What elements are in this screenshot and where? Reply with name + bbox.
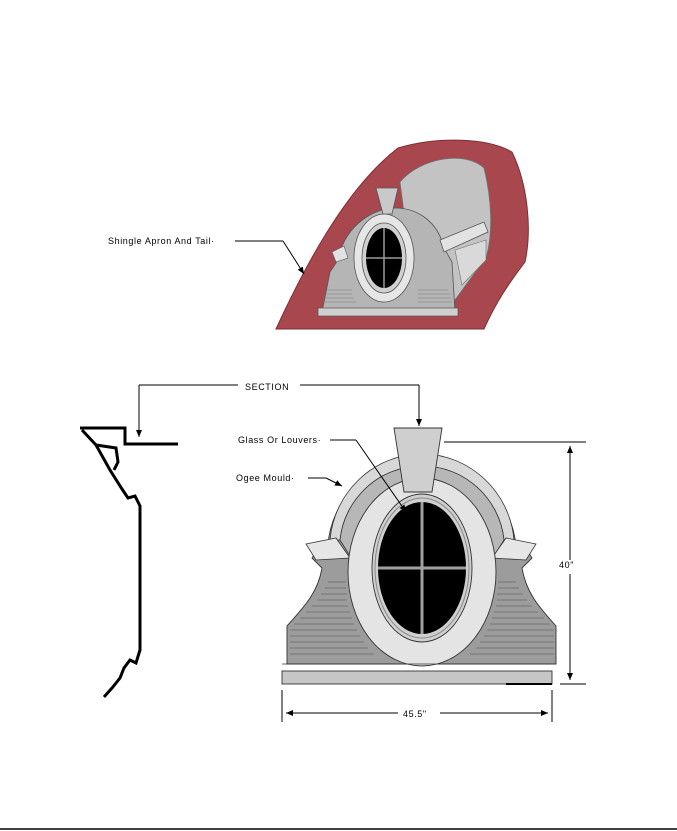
- keystone: [393, 427, 443, 493]
- perspective-view: Shingle Apron And Tail·: [108, 139, 529, 330]
- cornice: [439, 221, 489, 253]
- elevation-labels: Glass Or Louvers· Ogee Mould·: [236, 435, 407, 513]
- base-sill: [317, 307, 459, 317]
- profile-section: [80, 426, 178, 698]
- base-sill: [281, 670, 553, 685]
- width-dimension-label: 45.5": [403, 709, 427, 719]
- shingle-apron-label: Shingle Apron And Tail·: [108, 236, 215, 246]
- height-dimension-label: 40": [559, 560, 574, 570]
- height-dimension: 40": [444, 441, 586, 685]
- section-callout: SECTION: [136, 382, 422, 437]
- keystone: [375, 187, 399, 215]
- dormer-side-shadow: [454, 239, 487, 286]
- glass-louvers-label: Glass Or Louvers·: [238, 435, 321, 445]
- width-dimension: 45.5": [281, 690, 553, 722]
- ogee-mould-label: Ogee Mould·: [236, 473, 295, 483]
- louvers-left: [290, 581, 374, 655]
- front-elevation: [281, 427, 557, 685]
- louvers-right: [470, 581, 554, 655]
- section-label: SECTION: [245, 382, 289, 392]
